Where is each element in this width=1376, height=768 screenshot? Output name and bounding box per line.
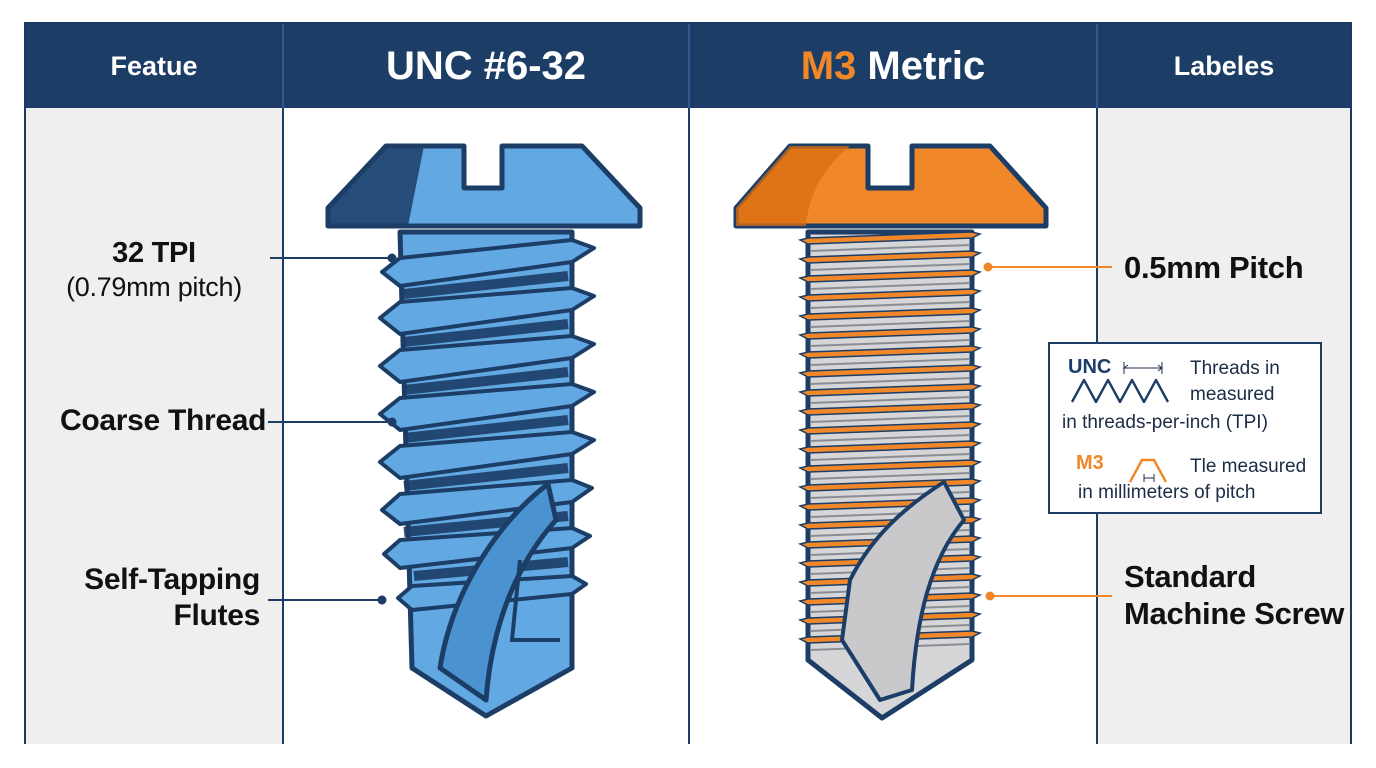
label-machine-screw: Machine Screw [1124,596,1345,631]
m3-thread-root [809,339,971,347]
legend-unc-tag: UNC [1068,356,1112,378]
unc-head-shadow [328,146,424,226]
legend-m3-line1: Tle measured [1190,456,1307,477]
m3-thread-root [809,472,971,480]
header-divider [1096,24,1098,108]
table-header: Featue UNC #6-32 M3 Metric Labeles [26,24,1350,108]
feature-column [26,108,282,744]
leader-dot [985,591,995,601]
header-metric-word: Metric [856,43,986,88]
legend-m3-tag: M3 [1076,452,1104,474]
legend-unc-line3: in threads-per-inch (TPI) [1062,412,1268,433]
thread-legend: UNC Threads in measured in threads-per-i… [1048,342,1322,514]
header-metric-m3: M3 [800,43,857,88]
header-labels: Labeles [1173,50,1275,81]
m3-thread-crest [797,440,983,454]
m3-thread-root [809,396,971,404]
label-self-tapping-flutes: Self-Tapping Flutes [46,562,260,634]
leader-dot [387,417,397,427]
unc-screw [325,143,643,719]
m3-thread-crest [797,288,983,302]
column-divider [282,108,284,744]
header-divider [688,24,690,108]
label-standard: Standard [1124,559,1256,594]
m3-thread-root [809,434,971,442]
label-self-tapping: Self-Tapping [84,563,260,596]
m3-head-highlight [736,146,850,226]
m3-thread-crest [797,364,983,378]
unc-flute-edge [509,559,560,642]
m3-thread-crest [797,307,983,321]
m3-thread-root [809,301,971,309]
leader-dot [983,262,993,272]
label-32-tpi: 32 TPI (0.79mm pitch) [26,236,282,304]
m3-thread-crest [797,326,983,340]
m3-thread-crest [797,421,983,435]
label-flutes: Flutes [173,599,260,632]
m3-thread-root [809,282,971,290]
m3-thread-crest [797,459,983,473]
m3-thread-crest [797,478,983,492]
header-divider [282,24,284,108]
m3-thread-crest [797,269,983,283]
m3-thread-crest [797,402,983,416]
m3-thread-crest [797,231,983,245]
m3-screw [733,143,1049,721]
leader-dot [377,595,387,605]
m3-thread-crest [797,345,983,359]
m3-thread-root [809,320,971,328]
label-32-tpi-title: 32 TPI [112,237,196,269]
unc-self-tapping-flute [437,481,559,703]
header-metric: M3 Metric [690,24,1096,108]
header-feature: Featue [110,50,198,81]
label-32-tpi-subtitle: (0.79mm pitch) [66,272,242,302]
m3-thread-root [809,358,971,366]
m3-thread-root [809,377,971,385]
m3-thread-crest [797,383,983,397]
m3-thread-root [809,244,971,252]
legend-m3-line2: in millimeters of pitch [1078,482,1256,503]
label-coarse-thread: Coarse Thread [60,404,267,437]
m3-thread-crest [797,250,983,264]
column-divider [688,108,690,744]
m3-thread-root [809,263,971,271]
header-unc: UNC #6-32 [385,43,587,88]
m3-thread-root [809,415,971,423]
label-standard-machine-screw: Standard Machine Screw [1124,558,1344,632]
legend-unc-line1: Threads in [1190,358,1280,379]
m3-thread-root [809,453,971,461]
legend-unc-line2: measured [1190,384,1275,405]
legend-unc-thread-icon [1070,362,1170,404]
label-pitch: 0.5mm Pitch [1124,250,1304,285]
legend-m3-thread-icon [1128,458,1168,483]
leader-dot [387,253,397,263]
m3-cutting-slot [840,480,966,702]
leader-lines [268,253,1112,605]
